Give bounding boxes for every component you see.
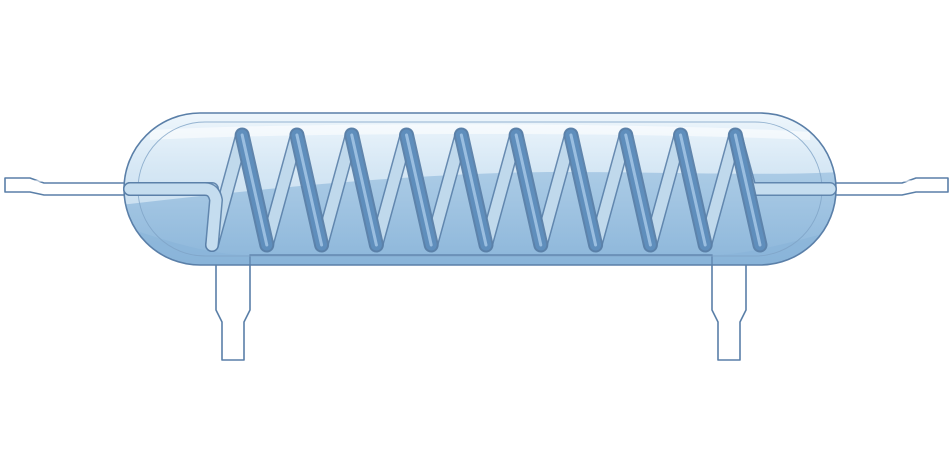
left-bottom-port <box>215 254 251 361</box>
left-side-tube <box>4 177 131 196</box>
right-bottom-port <box>711 254 747 361</box>
coil-inlet-fill <box>124 183 222 251</box>
coil-front-highlight <box>240 133 762 247</box>
inner-coil <box>123 127 837 253</box>
right-side-tube <box>821 177 949 196</box>
